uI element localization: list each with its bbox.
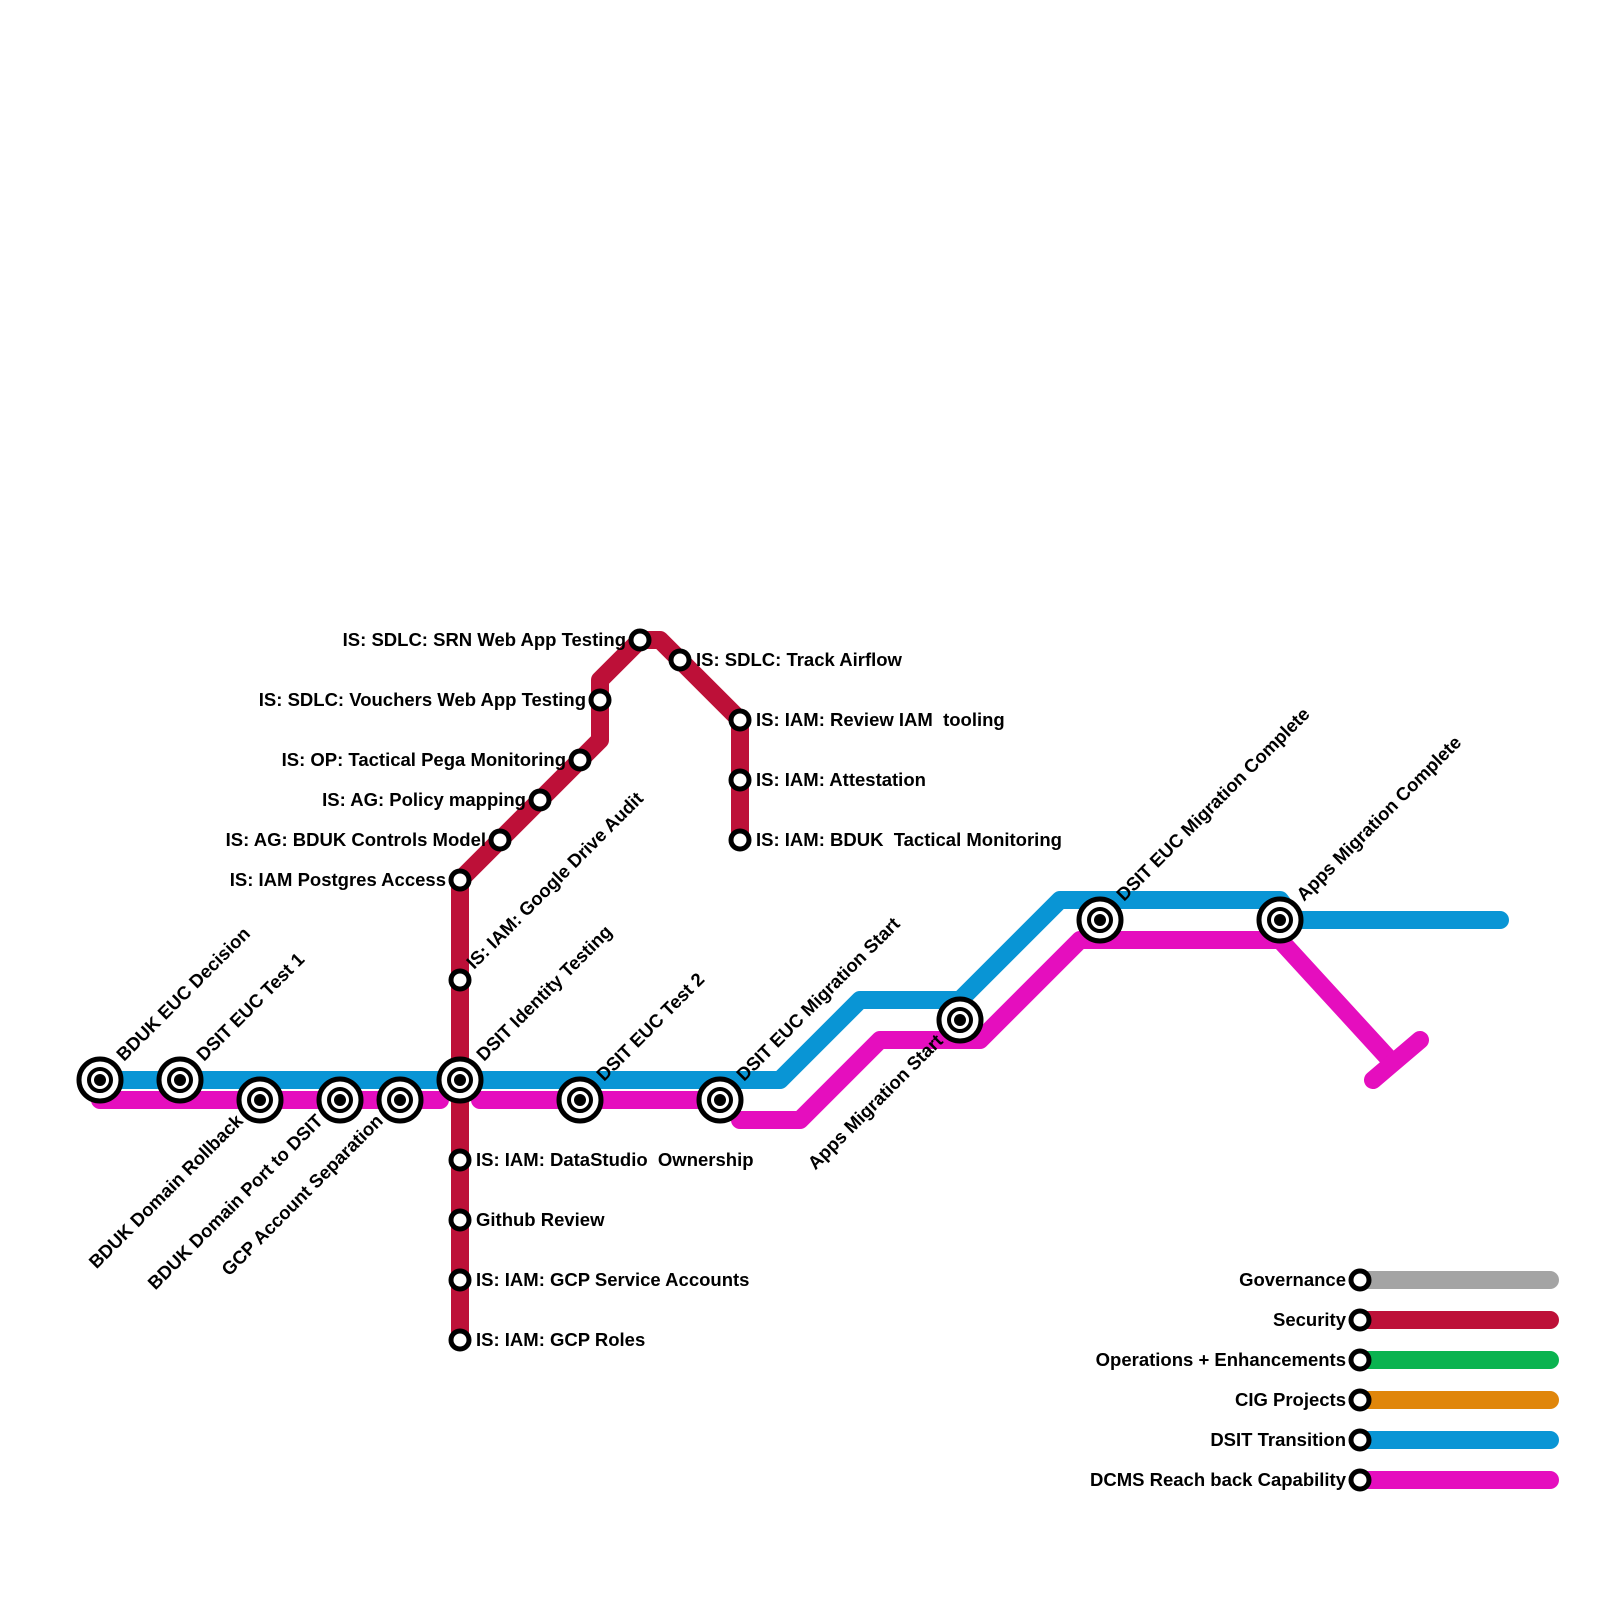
station-bduk-controls-model[interactable] [488, 828, 512, 852]
station-apps-migration-complete[interactable] [1256, 896, 1304, 944]
legend-item-security: Security [1273, 1308, 1559, 1332]
legend-label-dcms: DCMS Reach back Capability [1090, 1469, 1347, 1490]
station-dsit-euc-test-1[interactable] [156, 1056, 204, 1104]
label-apps-migration-complete: Apps Migration Complete [1292, 732, 1465, 905]
station-iam-postgres-access[interactable] [448, 868, 472, 892]
legend-station-icon [1348, 1388, 1372, 1412]
label-dsit-euc-test-2: DSIT EUC Test 2 [592, 968, 708, 1084]
station-github-review[interactable] [448, 1208, 472, 1232]
legend-station-icon [1348, 1268, 1372, 1292]
station-review-iam-tooling[interactable] [728, 708, 752, 732]
legend-station-icon [1348, 1348, 1372, 1372]
label-review-iam-tooling: IS: IAM: Review IAM tooling [756, 709, 1005, 730]
label-github-review: Github Review [476, 1209, 605, 1230]
legend-label-governance: Governance [1239, 1269, 1346, 1290]
station-labels: BDUK EUC Decision DSIT EUC Test 1 DSIT I… [84, 629, 1465, 1350]
legend-label-security: Security [1273, 1309, 1347, 1330]
station-srn-web-app-testing[interactable] [628, 628, 652, 652]
label-srn-web-app-testing: IS: SDLC: SRN Web App Testing [343, 629, 626, 650]
legend-station-icon [1348, 1428, 1372, 1452]
station-dsit-identity-testing[interactable] [436, 1056, 484, 1104]
legend-item-dcms: DCMS Reach back Capability [1090, 1468, 1559, 1492]
legend-station-icon [1348, 1468, 1372, 1492]
station-google-drive-audit[interactable] [448, 968, 472, 992]
label-google-drive-audit: IS: IAM: Google Drive Audit [462, 788, 647, 973]
legend-label-cig: CIG Projects [1235, 1389, 1346, 1410]
station-dsit-euc-migration-start[interactable] [696, 1076, 744, 1124]
legend-station-icon [1348, 1308, 1372, 1332]
simple-stations [448, 628, 752, 1352]
legend: Governance Security Operations + Enhance… [1090, 1268, 1559, 1492]
station-gcp-roles[interactable] [448, 1328, 472, 1352]
station-policy-mapping[interactable] [528, 788, 552, 812]
label-bduk-domain-rollback: BDUK Domain Rollback [84, 1109, 247, 1272]
station-track-airflow[interactable] [668, 648, 692, 672]
legend-item-dsit: DSIT Transition [1210, 1428, 1559, 1452]
station-gcp-account-separation[interactable] [376, 1076, 424, 1124]
label-bduk-controls-model: IS: AG: BDUK Controls Model [226, 829, 486, 850]
station-apps-migration-start[interactable] [936, 996, 984, 1044]
station-bduk-domain-port[interactable] [316, 1076, 364, 1124]
station-dsit-euc-migration-complete[interactable] [1076, 896, 1124, 944]
label-vouchers-web-app-testing: IS: SDLC: Vouchers Web App Testing [259, 689, 586, 710]
label-bduk-euc-decision: BDUK EUC Decision [112, 923, 254, 1065]
station-gcp-service-accounts[interactable] [448, 1268, 472, 1292]
route-lines [91, 631, 1509, 1349]
dcms-terminus-bar [1364, 1031, 1429, 1089]
station-bduk-domain-rollback[interactable] [236, 1076, 284, 1124]
legend-item-cig: CIG Projects [1235, 1388, 1559, 1412]
station-datastudio-ownership[interactable] [448, 1148, 472, 1172]
label-attestation: IS: IAM: Attestation [756, 769, 926, 790]
security-line-main [451, 631, 749, 1349]
label-bduk-tactical-monitoring: IS: IAM: BDUK Tactical Monitoring [756, 829, 1062, 850]
legend-label-operations: Operations + Enhancements [1096, 1349, 1346, 1370]
label-datastudio-ownership: IS: IAM: DataStudio Ownership [476, 1149, 754, 1170]
legend-item-governance: Governance [1239, 1268, 1559, 1292]
label-policy-mapping: IS: AG: Policy mapping [322, 789, 526, 810]
station-attestation[interactable] [728, 768, 752, 792]
station-tactical-pega-monitoring[interactable] [568, 748, 592, 772]
station-vouchers-web-app-testing[interactable] [588, 688, 612, 712]
station-bduk-euc-decision[interactable] [76, 1056, 124, 1104]
label-tactical-pega-monitoring: IS: OP: Tactical Pega Monitoring [282, 749, 566, 770]
legend-label-dsit: DSIT Transition [1210, 1429, 1346, 1450]
label-dsit-euc-migration-complete: DSIT EUC Migration Complete [1112, 703, 1314, 905]
legend-item-operations: Operations + Enhancements [1096, 1348, 1559, 1372]
station-bduk-tactical-monitoring[interactable] [728, 828, 752, 852]
label-iam-postgres-access: IS: IAM Postgres Access [230, 869, 446, 890]
label-gcp-roles: IS: IAM: GCP Roles [476, 1329, 645, 1350]
interchange-stations [76, 896, 1304, 1124]
station-dsit-euc-test-2[interactable] [556, 1076, 604, 1124]
label-track-airflow: IS: SDLC: Track Airflow [696, 649, 903, 670]
label-gcp-service-accounts: IS: IAM: GCP Service Accounts [476, 1269, 749, 1290]
